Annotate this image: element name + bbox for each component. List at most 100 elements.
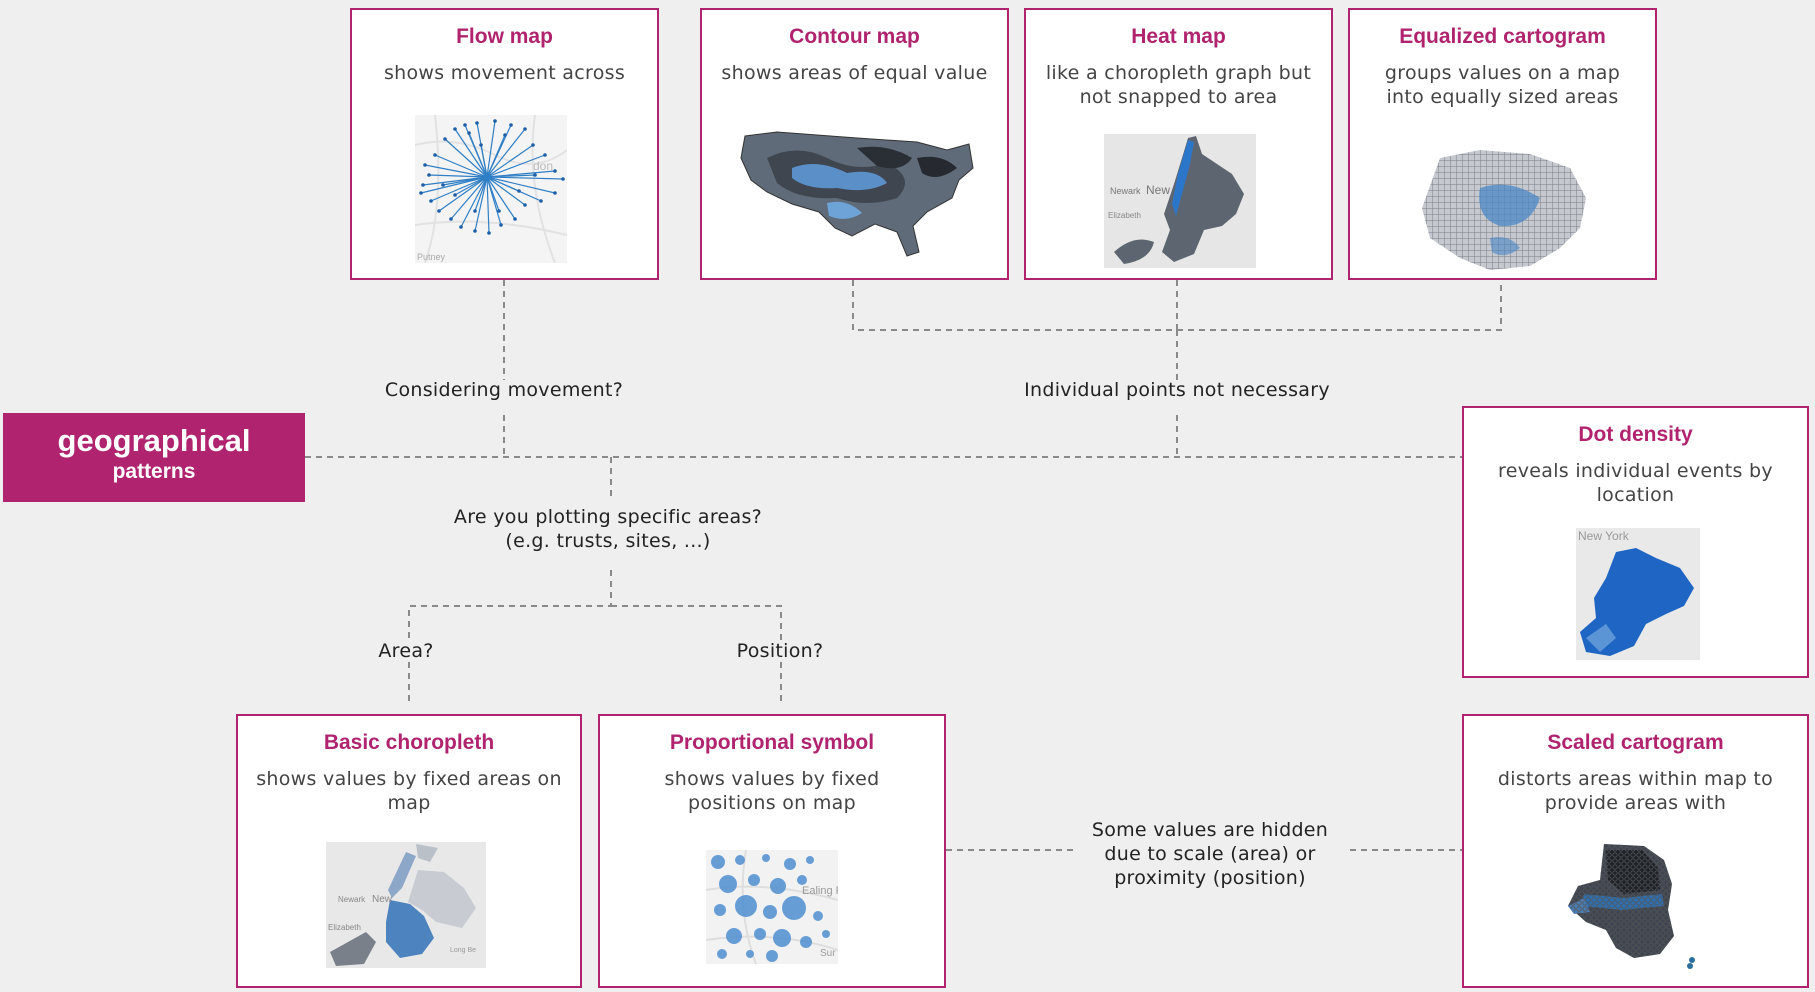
flow-endpoint: [473, 229, 477, 233]
flow-ray: [450, 176, 488, 220]
flow-endpoint: [543, 153, 547, 157]
flow-ray: [486, 176, 564, 180]
card-basic-choropleth: Basic choropleth shows values by fixed a…: [236, 714, 582, 988]
card-title: Equalized cartogram: [1399, 25, 1606, 48]
card-description: like a choropleth graph but not snapped …: [1045, 62, 1312, 108]
symbol-circle: [754, 928, 766, 940]
dot-caption: New York: [1578, 529, 1630, 543]
flow-endpoint: [427, 173, 431, 177]
symbol-circle: [797, 875, 807, 885]
flow-endpoint: [449, 217, 453, 221]
flow-map-thumbnail: don Putney: [415, 115, 567, 263]
flow-endpoint: [513, 217, 517, 221]
symbol-circle: [714, 904, 726, 916]
flow-endpoint: [553, 191, 557, 195]
question-specific-areas: Are you plotting specific areas? (e.g. t…: [454, 505, 762, 553]
flow-ray: [460, 176, 488, 228]
symbol-circle: [806, 856, 814, 864]
card-title: Heat map: [1131, 25, 1226, 48]
flow-endpoint: [493, 119, 497, 123]
symbol-circle: [770, 878, 786, 894]
symbol-circle: [762, 854, 770, 862]
card-title: Scaled cartogram: [1547, 731, 1724, 754]
heat-caption-3: Elizabeth: [1108, 211, 1141, 220]
flow-ray: [486, 176, 490, 234]
prop-caption-2: Sur: [820, 948, 836, 959]
card-dot-density: Dot density reveals individual events by…: [1462, 406, 1809, 678]
flow-endpoint: [467, 131, 471, 135]
flow-ray: [474, 176, 488, 232]
dot-density-thumbnail: New York: [1576, 528, 1700, 660]
symbol-circle: [800, 936, 812, 948]
question-area: Area?: [378, 640, 434, 662]
note-hidden-line1: Some values are hidden: [1091, 819, 1329, 841]
symbol-circle: [717, 949, 727, 959]
flow-ray: [486, 176, 556, 194]
flow-endpoint: [473, 209, 477, 213]
heat-caption-1: Newark: [1110, 186, 1141, 196]
flow-endpoint: [443, 137, 447, 141]
flow-ray: [438, 176, 488, 212]
card-description: distorts areas within map to provide are…: [1497, 768, 1774, 814]
note-hidden-line3: proximity (position): [1114, 867, 1306, 889]
card-contour-map: Contour map shows areas of equal value: [700, 8, 1009, 280]
flow-endpoint: [437, 209, 441, 213]
card-description: shows areas of equal value: [721, 62, 988, 84]
choro-caption-1: Newark: [338, 895, 366, 904]
flow-endpoint: [509, 123, 513, 127]
flow-ray: [486, 176, 526, 206]
symbol-circle: [735, 855, 745, 865]
symbol-circle: [763, 905, 777, 919]
flow-ray: [454, 176, 488, 196]
flow-endpoint: [421, 183, 425, 187]
card-title: Flow map: [456, 25, 553, 48]
flow-endpoint: [463, 123, 467, 127]
card-description: shows movement across: [383, 62, 626, 84]
card-title: Contour map: [789, 25, 920, 48]
flow-endpoint: [561, 177, 565, 181]
flow-ray: [454, 128, 488, 178]
flow-endpoint: [433, 153, 437, 157]
flow-endpoint: [531, 143, 535, 147]
question-specific-line2: (e.g. trusts, sites, ...): [505, 530, 711, 552]
flow-ray: [480, 144, 488, 178]
question-specific-line1: Are you plotting specific areas?: [453, 506, 763, 528]
contour-map-thumbnail: [740, 131, 974, 257]
symbol-circle: [766, 950, 778, 962]
flow-ray: [420, 176, 488, 194]
root-subtitle: patterns: [112, 460, 196, 483]
note-hidden-values: Some values are hidden due to scale (are…: [1092, 818, 1328, 890]
card-equalized-cartogram: Equalized cartogram groups values on a m…: [1348, 8, 1657, 280]
flow-ray: [486, 144, 534, 178]
flow-ray: [486, 120, 496, 178]
flow-endpoint: [429, 199, 433, 203]
question-individual: Individual points not necessary: [1024, 379, 1330, 401]
card-title: Proportional symbol: [669, 731, 875, 754]
choro-caption-3: Elizabeth: [328, 923, 361, 932]
symbol-circle: [711, 855, 725, 869]
flow-ray: [486, 174, 536, 178]
flow-ray: [468, 132, 488, 178]
flow-ray: [474, 176, 488, 212]
note-hidden-line2: due to scale (area) or: [1104, 843, 1316, 865]
flow-endpoint: [423, 163, 427, 167]
flow-endpoint: [487, 231, 491, 235]
flow-endpoint: [453, 193, 457, 197]
flow-ray: [444, 138, 488, 178]
choro-caption-2: New: [372, 894, 393, 905]
symbol-circle: [784, 858, 796, 870]
basic-choropleth-thumbnail: Newark New Elizabeth Long Be: [326, 842, 486, 968]
prop-caption-1: Ealing F: [802, 885, 838, 897]
flow-endpoint: [523, 127, 527, 131]
flow-caption-2: Putney: [417, 252, 446, 262]
flow-ray: [486, 176, 520, 192]
flow-ray: [430, 176, 488, 202]
flow-ray: [442, 176, 488, 186]
connector-specific: [408, 457, 782, 640]
flow-endpoint: [419, 191, 423, 195]
symbol-circle: [813, 911, 823, 921]
symbol-circle: [719, 875, 737, 893]
flow-ray: [486, 176, 516, 220]
card-description: groups values on a map into equally size…: [1384, 62, 1621, 108]
